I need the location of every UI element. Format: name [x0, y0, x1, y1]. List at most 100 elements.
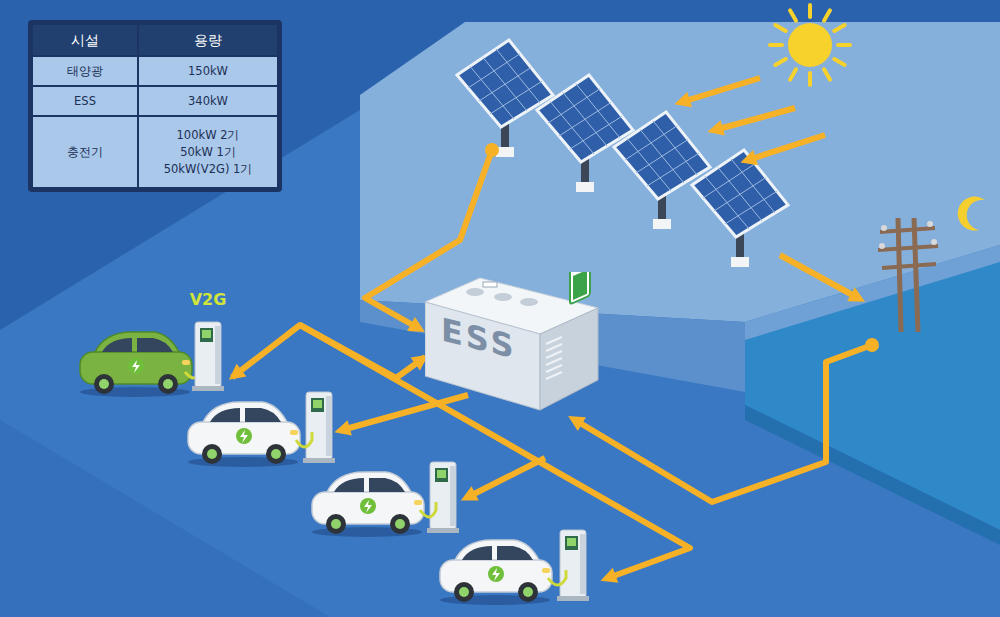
ev-charger-part	[311, 398, 324, 412]
power-pole-part	[879, 243, 885, 249]
electric-car-part	[492, 568, 500, 581]
solar-panel-part	[479, 68, 531, 102]
electric-car-part	[163, 379, 173, 389]
moon	[958, 197, 985, 231]
table-cell-text: 50kW 1기	[180, 144, 236, 161]
solar-panels	[457, 40, 788, 267]
electric-car-part	[182, 360, 190, 365]
table-frame	[28, 20, 282, 192]
electric-car-part	[518, 582, 538, 602]
flow-start-dot	[485, 143, 499, 157]
power-flow-line	[780, 255, 858, 298]
ev-charger-part	[565, 536, 578, 550]
electric-car-part	[523, 587, 533, 597]
electric-car-part	[245, 408, 281, 422]
solar-panel	[692, 150, 788, 267]
solar-panel-part	[636, 140, 688, 174]
table-cell: 100kW 2기50kW 1기50kW(V2G) 1기	[139, 117, 277, 187]
solar-panel-part	[570, 116, 622, 149]
solar-panel	[457, 40, 553, 157]
ev-charger-part	[427, 528, 459, 533]
sun-part	[790, 10, 796, 20]
sunlight-arrows-part	[715, 108, 795, 130]
sun-part	[788, 23, 832, 67]
electric-car-part	[240, 430, 248, 443]
ev-charger-part	[580, 534, 586, 594]
table-cell-text: ESS	[74, 93, 96, 110]
electric-car-part	[459, 587, 469, 597]
power-flow-line	[575, 345, 872, 502]
ev-charger-part	[450, 466, 456, 526]
charging-cable	[296, 432, 312, 447]
table-cell: 용량	[139, 25, 277, 55]
ev-charger-part	[557, 596, 589, 601]
solar-panel-part	[731, 159, 775, 213]
sun-part	[775, 59, 785, 65]
solar-panel-part	[576, 84, 620, 138]
sun	[770, 5, 850, 85]
ess-vent	[483, 282, 497, 287]
ev-charger	[192, 322, 224, 391]
electric-car-part	[137, 338, 173, 352]
solar-panel-part	[576, 182, 594, 192]
electric-car-part	[94, 374, 114, 394]
electric-car-part	[414, 500, 422, 505]
solar-panel-part	[653, 219, 671, 229]
ess-box-part	[546, 351, 562, 358]
sun-part	[824, 10, 830, 20]
ess-vent	[494, 293, 512, 301]
electric-car-part	[102, 338, 132, 352]
table-cell: 태양광	[33, 57, 137, 85]
sun-part	[808, 73, 812, 85]
solar-panel-part	[496, 49, 540, 103]
electric-car-part	[210, 408, 240, 422]
v2g-charger: V2G	[184, 290, 232, 394]
solar-panel-part	[692, 150, 788, 237]
table-cell-text: 340kW	[188, 93, 228, 110]
electric-car-part	[488, 566, 504, 582]
power-pole-part	[927, 221, 933, 227]
table-cell: ESS	[33, 87, 137, 115]
ev-charger	[303, 392, 335, 463]
electric-car-part	[331, 519, 341, 529]
ground-shade	[0, 420, 330, 617]
ev-charger	[427, 462, 459, 533]
ev-charger-part	[192, 386, 224, 391]
power-flow-line	[342, 395, 468, 430]
table-cell-text: 150kW	[188, 63, 228, 80]
ev-charger-part	[306, 392, 332, 460]
sun-part	[770, 43, 782, 47]
electric-car-part	[128, 358, 144, 374]
electric-car	[188, 402, 300, 467]
electric-car-part	[360, 498, 376, 514]
ev-charger-part	[437, 470, 446, 478]
electric-car	[440, 540, 552, 605]
sun-part	[775, 25, 785, 31]
electric-car-part	[132, 360, 140, 373]
ev-charger-part	[195, 322, 221, 388]
power-connector	[232, 325, 425, 378]
sunlight-arrows	[682, 78, 825, 160]
solar-panel-part	[714, 178, 766, 212]
charging-cable	[548, 570, 566, 585]
electric-car-part	[326, 514, 346, 534]
power-pole-part	[878, 246, 938, 250]
electric-car-part	[326, 472, 412, 494]
sun-part	[824, 69, 830, 79]
ev-charger-part	[313, 400, 322, 408]
solar-panel-part	[490, 81, 542, 114]
table-cell-text: 충전기	[67, 144, 103, 161]
ev-charger-part	[435, 468, 448, 482]
charging-cable	[420, 502, 436, 517]
ev-charger-part	[200, 328, 213, 342]
ev-charger-part	[303, 458, 335, 463]
ev-charger	[557, 530, 589, 601]
ess-vent	[466, 288, 484, 296]
table-cell: 340kW	[139, 87, 277, 115]
ev-charger-part	[560, 530, 586, 598]
electric-car-part	[334, 478, 364, 492]
ess-vent	[520, 298, 538, 306]
table-header: 용량	[194, 32, 222, 48]
solar-panel-part	[731, 257, 749, 267]
solar-panel-part	[653, 121, 697, 175]
